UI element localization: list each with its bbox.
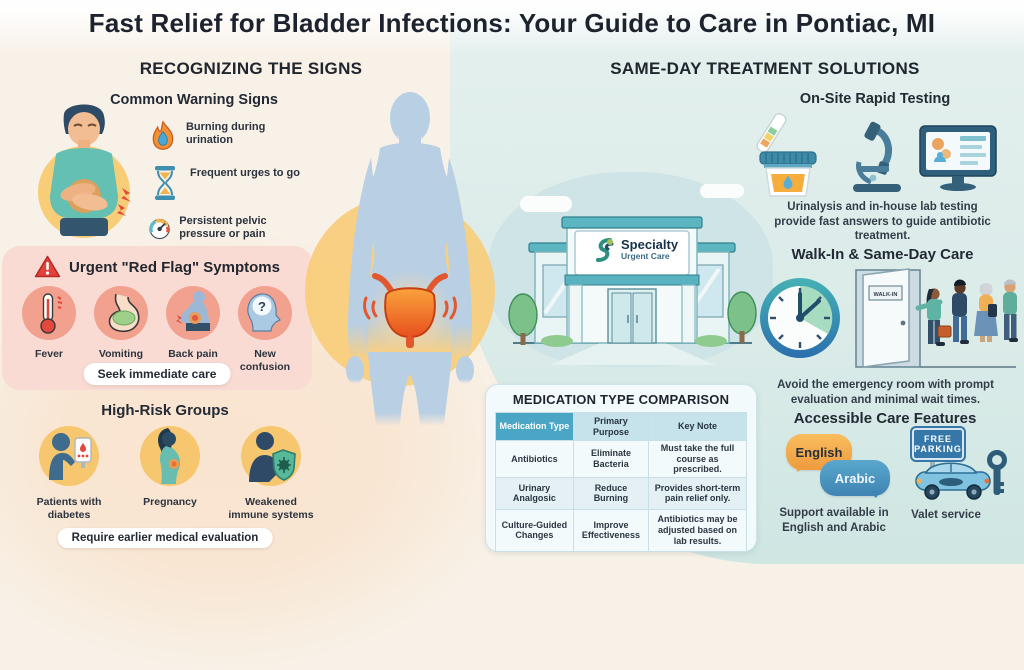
cell-medication: Antibiotics <box>495 440 574 478</box>
cell-purpose: Eliminate Bacteria <box>572 440 650 478</box>
valet-parking-icon <box>915 436 1007 500</box>
language-bubble-arabic: Arabic <box>820 460 890 498</box>
person-icon <box>1003 279 1018 342</box>
red-flag-item: Back pain <box>160 285 226 373</box>
warning-item-label: Burning during urination <box>185 121 266 147</box>
free-parking-sign: FREE PARKING <box>910 426 966 462</box>
warning-signs-list: Burning during urination Frequent urges … <box>148 118 300 256</box>
back-pain-icon <box>166 286 220 340</box>
header-medication-type: Medication Type <box>495 412 574 441</box>
cell-medication: Urinary Analgosic <box>495 476 574 510</box>
red-flag-item: ? New confusion <box>232 285 298 373</box>
walkin-title: Walk-In & Same-Day Care <box>791 246 974 263</box>
lab-results-monitor-icon <box>919 125 997 191</box>
high-risk-items-row: Patients with diabetes Pregnancy Weakene… <box>24 424 316 521</box>
high-risk-item: Pregnancy <box>125 424 215 521</box>
section-header-treatment: SAME-DAY TREATMENT SOLUTIONS <box>610 59 920 78</box>
stomach-icon <box>94 286 148 340</box>
medication-table-row: Urinary Analgosic Reduce Burning Provide… <box>495 476 747 510</box>
warning-triangle-icon <box>34 255 61 278</box>
background-title-band <box>0 0 1024 54</box>
microscope-icon <box>853 121 901 192</box>
high-risk-item: Weakened immune systems <box>226 424 316 521</box>
flame-drop-icon <box>152 120 174 150</box>
valet-caption: Valet service <box>911 509 981 521</box>
person-icon <box>952 279 969 344</box>
clinic-sign-title: Specialty <box>621 237 679 253</box>
header-primary-purpose: Primary Purpose <box>572 412 650 441</box>
warning-item: Burning during urination <box>148 118 300 154</box>
red-flag-panel: Urgent "Red Flag" Symptoms Fever Vomitin… <box>2 246 312 390</box>
cell-purpose: Improve Effectiveness <box>572 508 650 552</box>
header-key-note: Key Note <box>648 412 747 441</box>
warning-signs-title: Common Warning Signs <box>110 92 278 108</box>
warning-item: Frequent urges to go <box>148 164 300 202</box>
clinic-sign-subtitle: Urgent Care <box>621 251 670 262</box>
walkin-door-queue-icon: WALK-IN <box>855 268 1018 368</box>
red-flag-item-label: New confusion <box>239 348 291 373</box>
immune-shield-icon <box>241 426 301 486</box>
person-icon <box>974 283 998 342</box>
medication-table-header-row: Medication Type Primary Purpose Key Note <box>495 412 747 441</box>
high-risk-item-label: Weakened immune systems <box>228 496 314 521</box>
abdominal-pain-man-icon <box>38 104 131 238</box>
confused-head-icon: ? <box>238 286 292 340</box>
cell-purpose: Reduce Burning <box>572 476 650 510</box>
warning-item-label: Frequent urges to go <box>190 167 300 179</box>
seek-care-badge: Seek immediate care <box>83 363 231 385</box>
red-flag-item-label: Back pain <box>168 348 218 360</box>
red-flag-items-row: Fever Vomiting Back pain <box>2 279 312 373</box>
language-caption: Support available in English and Arabic <box>779 507 889 534</box>
person-icon <box>915 288 952 346</box>
medication-table-title: MEDICATION TYPE COMPARISON <box>512 392 730 407</box>
free-parking-line2: PARKING <box>914 444 962 454</box>
high-risk-item-label: Patients with diabetes <box>36 496 102 521</box>
red-flag-item: Vomiting <box>88 285 154 373</box>
red-flag-item-label: Fever <box>34 348 64 360</box>
urine-cup-test-strip-icon <box>756 113 817 197</box>
high-risk-item-label: Pregnancy <box>143 496 197 508</box>
clinic-sign: Specialty Urgent Care <box>592 231 692 269</box>
accessible-title: Accessible Care Features <box>793 410 977 427</box>
cloud-icon <box>520 196 572 212</box>
svg-text:?: ? <box>258 299 266 314</box>
pregnant-woman-icon <box>140 426 200 486</box>
free-parking-line1: FREE <box>923 433 952 444</box>
walkin-door-sign: WALK-IN <box>874 292 898 298</box>
section-header-recognizing: RECOGNIZING THE SIGNS <box>139 59 363 78</box>
clinic-building-icon <box>508 216 757 365</box>
rapid-testing-title: On-Site Rapid Testing <box>799 91 951 107</box>
gauge-icon <box>149 218 170 240</box>
rapid-testing-caption: Urinalysis and in-house lab testing prov… <box>774 201 991 243</box>
warning-item: Persistent pelvic pressure or pain <box>148 212 300 246</box>
body-silhouette-bladder-icon <box>346 92 474 426</box>
thermometer-icon <box>22 286 76 340</box>
page-title: Fast Relief for Bladder Infections: Your… <box>88 8 936 38</box>
medication-table-row: Antibiotics Eliminate Bacteria Must take… <box>495 440 747 478</box>
high-risk-badge: Require earlier medical evaluation <box>57 528 273 548</box>
medication-comparison-card: MEDICATION TYPE COMPARISON Medication Ty… <box>485 384 757 552</box>
clinic-logo-icon <box>596 238 614 262</box>
medication-table-row: Culture-Guided Changes Improve Effective… <box>495 508 747 552</box>
cell-note: Provides short-term pain relief only. <box>648 476 747 510</box>
glucose-meter-icon <box>39 426 99 486</box>
cell-note: Antibiotics may be adjusted based on lab… <box>648 508 747 552</box>
red-flag-title-row: Urgent "Red Flag" Symptoms <box>2 255 312 279</box>
high-risk-item: Patients with diabetes <box>24 424 114 521</box>
red-flag-item-label: Vomiting <box>98 348 144 360</box>
cloud-icon <box>700 184 744 198</box>
cell-medication: Culture-Guided Changes <box>495 508 574 552</box>
warning-item-label: Persistent pelvic pressure or pain <box>179 215 267 241</box>
high-risk-title: High-Risk Groups <box>101 402 229 419</box>
medication-table: Medication Type Primary Purpose Key Note… <box>495 412 747 552</box>
cell-note: Must take the full course as prescribed. <box>648 440 747 478</box>
walkin-caption: Avoid the emergency room with prompt eva… <box>777 379 994 406</box>
clock-icon <box>760 278 840 358</box>
red-flag-title: Urgent "Red Flag" Symptoms <box>69 258 280 276</box>
red-flag-item: Fever <box>16 285 82 373</box>
hourglass-icon <box>155 166 175 200</box>
